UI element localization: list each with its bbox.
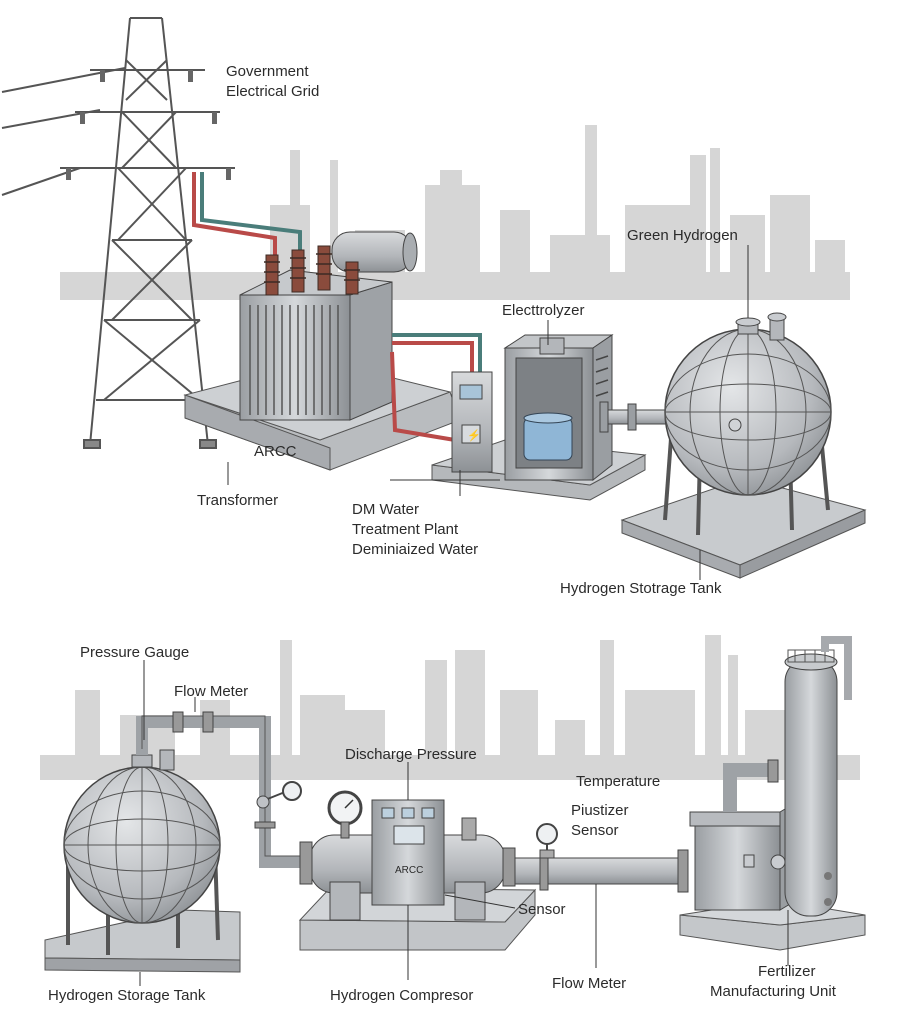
top-leader-lines: [227, 245, 749, 580]
temperature-gauge: [536, 823, 558, 859]
label-treatment-plant: Treatment Plant: [352, 521, 459, 538]
transformer-base-text: ARCC: [254, 443, 297, 460]
hydrogen-storage-tank-top: [620, 312, 867, 579]
hydrogen-storage-tank-bottom: [44, 749, 241, 973]
insulators: [66, 70, 231, 180]
flow-meter-top-body: [172, 711, 184, 733]
label-electrical-grid: Electrical Grid: [226, 83, 319, 100]
transmission-tower: [1, 17, 235, 449]
label-storage-tank-top: Hydrogen Stotrage Tank: [560, 580, 722, 597]
label-temperature: Temperature: [576, 773, 660, 790]
label-transformer: Transformer: [197, 492, 278, 509]
label-flow-meter-top: Flow Meter: [174, 683, 248, 700]
cable-red-3: [390, 351, 456, 442]
label-green-hydrogen: Green Hydrogen: [627, 227, 738, 244]
label-dm-water: DM Water: [352, 501, 419, 518]
pressure-gauge-small: [254, 781, 302, 829]
label-fertilizer: Fertilizer: [758, 963, 816, 980]
label-hydrogen-compressor: Hydrogen Compresor: [330, 987, 473, 1004]
label-discharge-pressure: Discharge Pressure: [345, 746, 477, 763]
electrolyzer-skid: ⚡: [431, 334, 677, 501]
hydrogen-compressor: [298, 790, 537, 951]
bottom-leader-lines: [139, 660, 789, 986]
cable-red-2: [392, 341, 474, 372]
label-piustizer: Piustizer: [571, 802, 629, 819]
label-government: Government: [226, 63, 309, 80]
power-cable-teal: [200, 172, 302, 262]
label-storage-tank-bottom: Hydrogen Storage Tank: [48, 987, 206, 1004]
label-demineralized-water: Deminiaized Water: [352, 541, 478, 558]
power-cable-red: [192, 172, 277, 262]
cable-teal-2: [392, 333, 482, 372]
compressor-panel-text: ARCC: [395, 865, 423, 876]
label-electrolyzer: Electtrolyzer: [502, 302, 585, 319]
fertilizer-manufacturing-unit: [679, 636, 866, 951]
label-pressure-gauge: Pressure Gauge: [80, 644, 189, 661]
label-piustizer-sensor: Sensor: [571, 822, 619, 839]
label-manufacturing-unit: Manufacturing Unit: [710, 983, 837, 1000]
top-skyline-silhouette: [60, 125, 850, 300]
label-sensor: Sensor: [518, 901, 566, 918]
label-flow-meter-bottom: Flow Meter: [552, 975, 626, 992]
svg-text:⚡: ⚡: [467, 429, 481, 442]
